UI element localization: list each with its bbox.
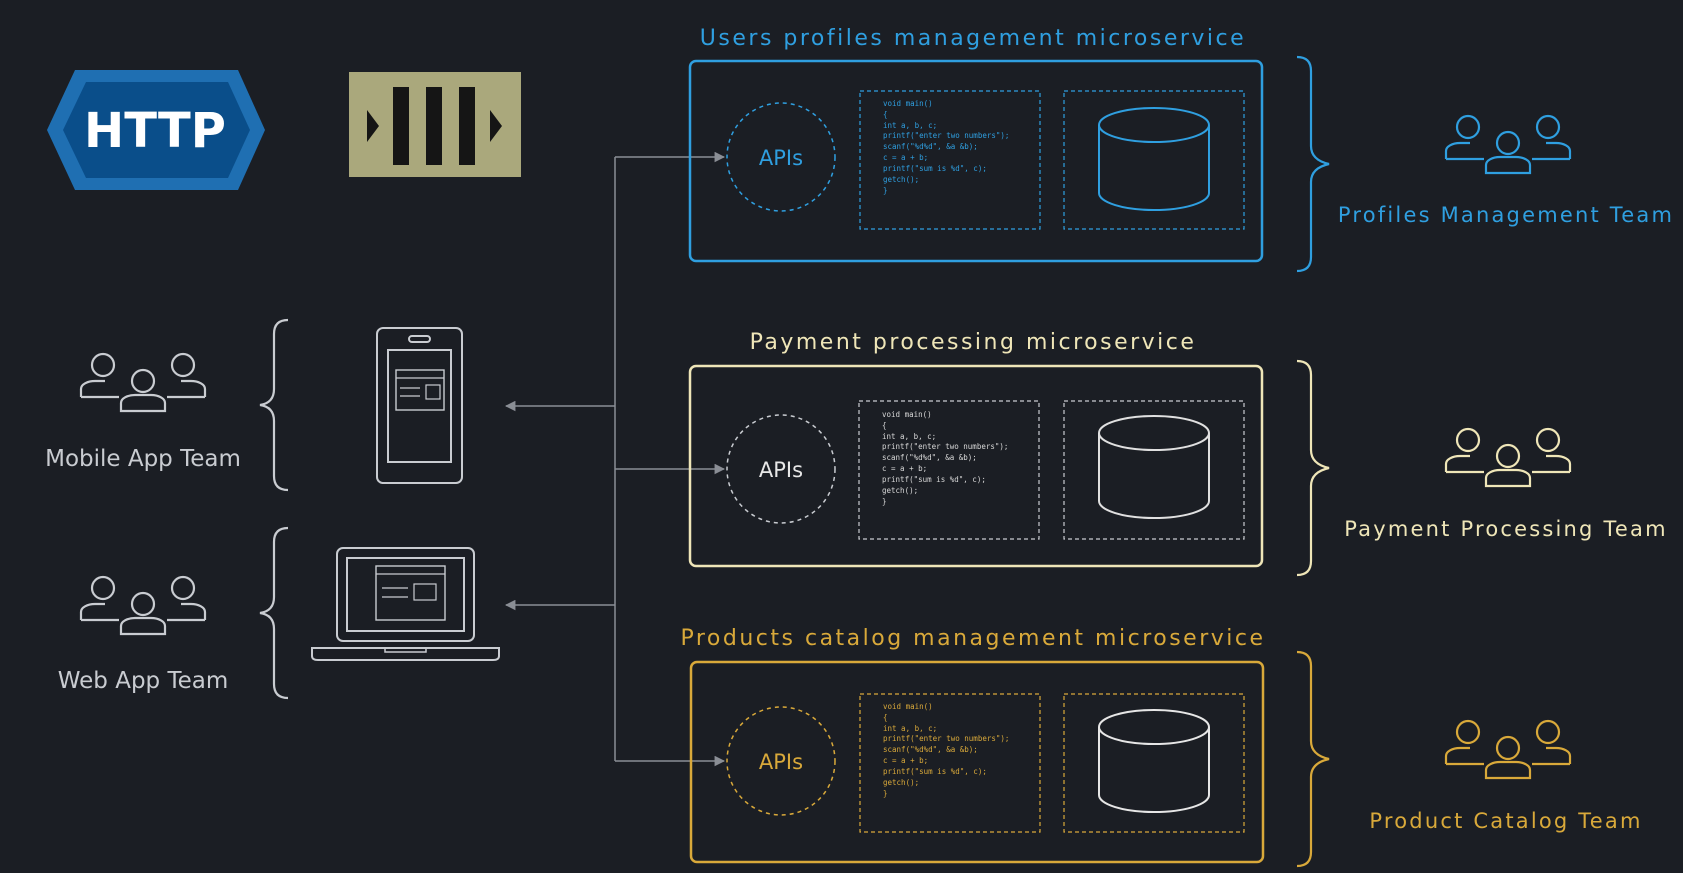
database-icon — [1098, 107, 1210, 211]
apis-circle — [726, 414, 836, 524]
code-panel — [859, 90, 1041, 230]
profiles-team-label: Profiles Management Team — [1338, 203, 1674, 227]
catalog-team-label: Product Catalog Team — [1369, 809, 1642, 833]
people-group-icon — [1444, 719, 1572, 780]
database-icon — [1098, 709, 1210, 813]
apis-label: APIs — [759, 146, 803, 170]
mobile-team-group: Mobile App Team — [45, 352, 241, 472]
smartphone-icon — [376, 327, 463, 484]
laptop-icon — [311, 547, 500, 661]
payment-brace — [1296, 359, 1330, 577]
http-logo: HTTP — [47, 70, 265, 190]
code-panel — [859, 693, 1041, 833]
people-group-icon — [79, 352, 207, 413]
payment-team-label: Payment Processing Team — [1344, 517, 1668, 541]
stream-logo — [349, 72, 521, 177]
service-title: Products catalog management microservice — [680, 626, 1265, 651]
service-title: Payment processing microservice — [750, 330, 1197, 355]
service-payment-processing: Payment processing microservice APIs voi… — [688, 330, 1264, 568]
people-group-icon — [79, 575, 207, 636]
people-group-icon — [1444, 114, 1572, 175]
service-products-catalog: Products catalog management microservice… — [680, 626, 1265, 864]
profiles-brace — [1296, 55, 1330, 273]
apis-circle — [726, 102, 836, 212]
http-logo-text: HTTP — [84, 103, 226, 159]
catalog-team-group: Product Catalog Team — [1369, 719, 1642, 833]
service-box — [688, 364, 1264, 568]
service-users-profiles: Users profiles management microservice A… — [688, 26, 1264, 263]
mobile-brace — [259, 318, 289, 492]
service-box — [689, 660, 1265, 864]
code-panel — [858, 400, 1040, 540]
code-snippet: void main() { int a, b, c; printf("enter… — [883, 702, 1014, 798]
code-snippet: void main() { int a, b, c; printf("enter… — [883, 99, 1014, 195]
apis-circle — [726, 706, 836, 816]
database-panel — [1063, 400, 1245, 540]
mobile-team-label: Mobile App Team — [45, 446, 241, 472]
code-snippet: void main() { int a, b, c; printf("enter… — [882, 410, 1013, 506]
database-panel — [1063, 90, 1245, 230]
profiles-team-group: Profiles Management Team — [1338, 114, 1674, 227]
people-group-icon — [1444, 427, 1572, 488]
service-box — [688, 59, 1264, 263]
service-title: Users profiles management microservice — [700, 26, 1246, 51]
catalog-brace — [1296, 650, 1330, 868]
database-panel — [1063, 693, 1245, 833]
payment-team-group: Payment Processing Team — [1344, 427, 1668, 541]
database-icon — [1098, 415, 1210, 519]
web-team-label: Web App Team — [58, 668, 229, 694]
apis-label: APIs — [759, 750, 803, 774]
connector-lines — [504, 151, 726, 767]
web-team-group: Web App Team — [58, 575, 229, 694]
web-brace — [259, 526, 289, 700]
apis-label: APIs — [759, 458, 803, 482]
